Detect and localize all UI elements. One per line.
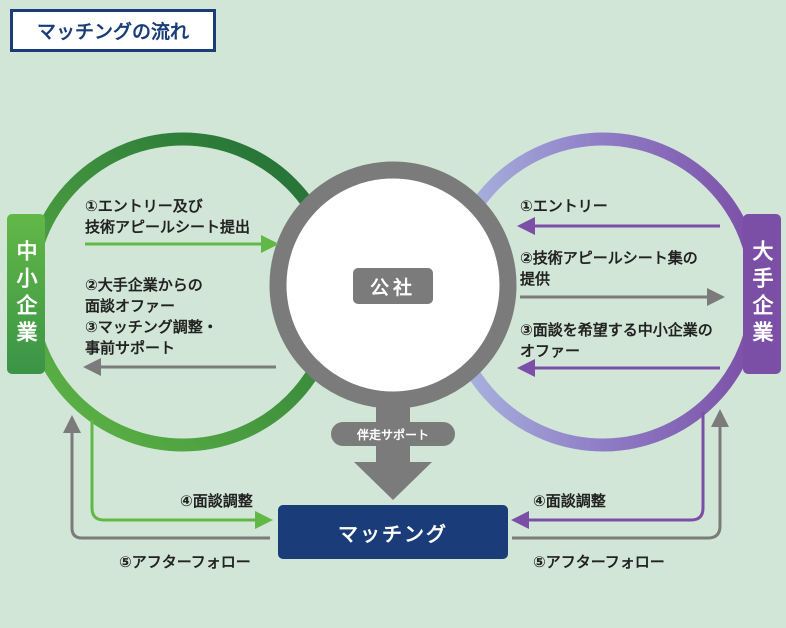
right-flow-entry-label: ①エントリー (520, 197, 608, 215)
sme-label: 中小企業 (7, 214, 45, 374)
matching-box: マッチング (278, 505, 508, 559)
left-flow-interview-label: ④面談調整 (180, 492, 253, 510)
left-flow-aftercare-label: ⑤アフターフォロー (119, 553, 251, 571)
large-company-label: 大手企業 (743, 214, 781, 374)
support-down-arrow (354, 400, 432, 500)
left-flow-entry-label: ①エントリー及び 技術アピールシート提出 (85, 197, 251, 236)
right-flow-aftercare-label: ⑤アフターフォロー (533, 553, 665, 571)
page-title: マッチングの流れ (10, 9, 216, 52)
left-arrow-aftercare (63, 415, 270, 540)
right-arrow-aftercare (512, 409, 729, 540)
public-corp-label: 公社 (353, 268, 433, 304)
support-pill: 伴走サポート (331, 422, 455, 446)
left-flow-offer-label: ②大手企業からの 面談オファー ③マッチング調整・ 事前サポート (85, 276, 218, 357)
right-arrow-interview (511, 412, 705, 529)
left-arrow-interview (90, 420, 273, 529)
right-flow-sheet-label: ②技術アピールシート集の 提供 (520, 249, 698, 288)
right-flow-interview-label: ④面談調整 (533, 492, 606, 510)
right-flow-offer-label: ③面談を希望する中小企業の オファー (520, 321, 713, 360)
